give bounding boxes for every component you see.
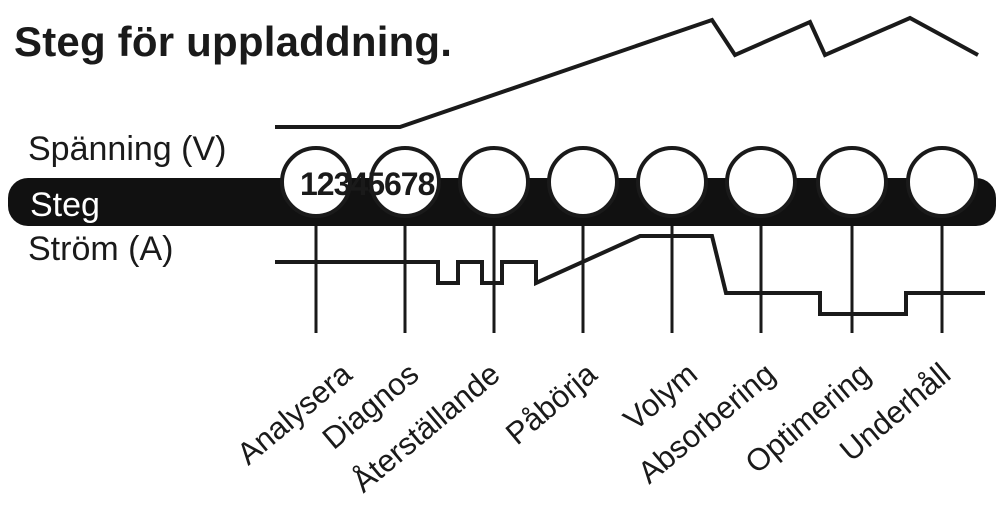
step-circle-2: [369, 146, 441, 218]
step-circle-3: [458, 146, 530, 218]
step-circles: [280, 146, 978, 218]
current-row-label: Ström (A): [28, 230, 174, 268]
step-row-label: Steg: [30, 186, 100, 224]
diagram-title: Steg för uppladdning.: [14, 18, 453, 65]
step-circle-1: [280, 146, 352, 218]
step-circle-8: [906, 146, 978, 218]
voltage-curve: [275, 15, 979, 129]
step-circle-4: [547, 146, 619, 218]
step-circle-5: [636, 146, 708, 218]
step-circle-7: [816, 146, 888, 218]
step-circle-6: [725, 146, 797, 218]
current-curve: [275, 234, 985, 316]
step-numbers: 12345678: [300, 166, 435, 202]
voltage-row-label: Spänning (V): [28, 130, 227, 168]
step-markers: [314, 226, 944, 333]
